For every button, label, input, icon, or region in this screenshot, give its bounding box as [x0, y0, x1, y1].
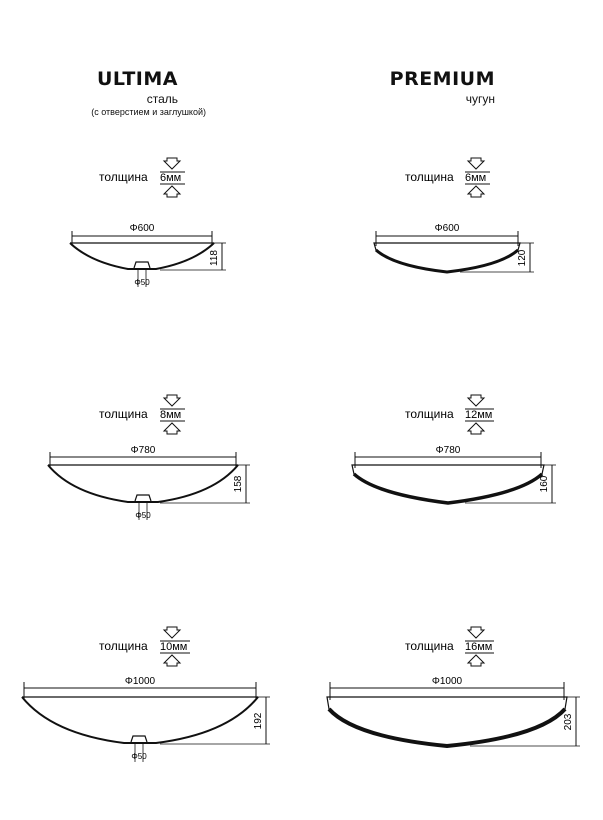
bowl-u600: Φ600 Φ50 118 [69, 223, 226, 287]
diameter-label-p1000: Φ1000 [432, 676, 463, 687]
thickness-label: толщина [405, 639, 454, 653]
ultima-title: ULTIMA [96, 68, 178, 90]
diameter-label-p600: Φ600 [435, 223, 460, 234]
diameter-label-u780: Φ780 [131, 445, 156, 456]
premium-header: PREMIUM чугун [380, 68, 495, 106]
thickness-indicator-p780: толщина 12мм [405, 394, 494, 435]
thickness-value-p1000: 16мм [465, 641, 492, 653]
height-label-u780: 158 [233, 475, 244, 492]
premium-title: PREMIUM [389, 68, 495, 90]
bowl-u780: Φ780 Φ50 158 [47, 445, 250, 520]
height-label-u1000: 192 [253, 712, 264, 729]
thickness-value-p780: 12мм [465, 409, 492, 421]
thickness-value-p600: 6мм [465, 172, 486, 184]
thickness-value-u1000: 10мм [160, 641, 187, 653]
height-label-u600: 118 [209, 250, 220, 266]
thickness-label: толщина [405, 170, 454, 184]
thickness-label: толщина [405, 407, 454, 421]
diameter-label-p780: Φ780 [436, 445, 461, 456]
drain-label-u1000: Φ50 [131, 752, 147, 761]
thickness-value-u600: 6мм [160, 172, 181, 184]
height-label-p780: 160 [539, 475, 550, 492]
drain-label-u780: Φ50 [135, 511, 151, 520]
thickness-indicator-p1000: толщина 16мм [405, 626, 494, 667]
thickness-indicator-p600: толщина 6мм [405, 157, 490, 198]
diameter-label-u1000: Φ1000 [125, 676, 156, 687]
ultima-note: (с отверстием и заглушкой) [91, 107, 206, 117]
bowl-p600: Φ600 120 [373, 223, 534, 274]
bowl-p780: Φ780 160 [351, 445, 556, 505]
thickness-indicator-u780: толщина 8мм [99, 394, 185, 435]
ultima-material: сталь [146, 92, 178, 106]
ultima-header: ULTIMA сталь (с отверстием и заглушкой) [60, 68, 206, 117]
thickness-value-u780: 8мм [160, 409, 181, 421]
height-label-p600: 120 [517, 249, 528, 266]
thickness-label: толщина [99, 407, 148, 421]
diameter-label-u600: Φ600 [130, 223, 155, 234]
drain-label-u600: Φ50 [134, 278, 150, 287]
thickness-indicator-u600: толщина 6мм [99, 157, 185, 198]
thickness-indicator-u1000: толщина 10мм [99, 626, 190, 667]
bowl-p1000: Φ1000 203 [326, 676, 580, 749]
bowl-u1000: Φ1000 Φ50 192 [21, 676, 270, 762]
thickness-label: толщина [99, 170, 148, 184]
height-label-p1000: 203 [563, 713, 574, 730]
thickness-label: толщина [99, 639, 148, 653]
premium-material: чугун [465, 92, 495, 106]
